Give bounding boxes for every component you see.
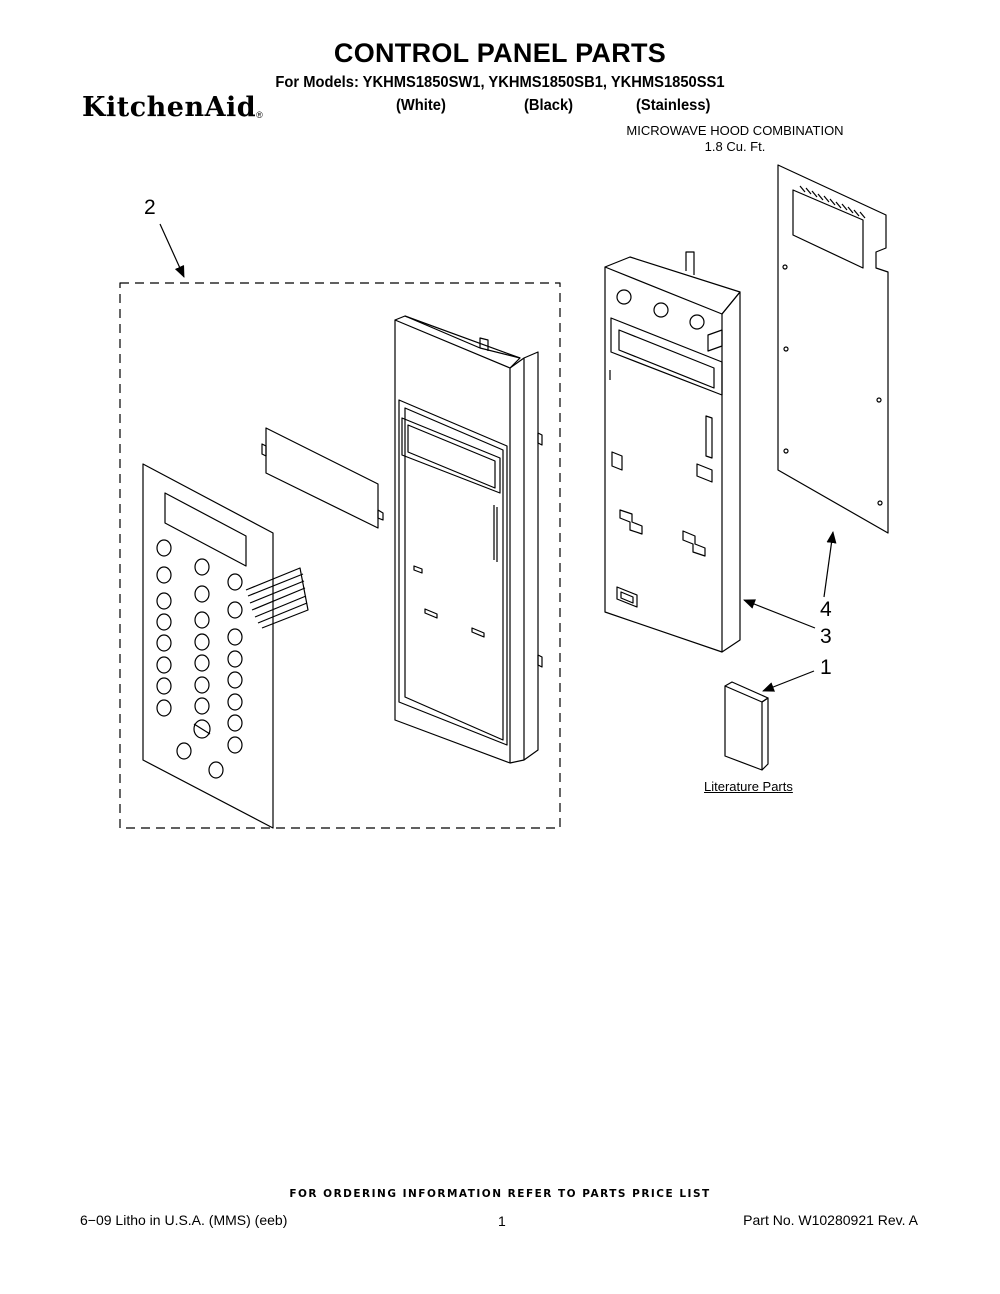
part-number: Part No. W10280921 Rev. A [743, 1212, 918, 1228]
callout-2: 2 [144, 196, 156, 219]
callout-4: 4 [820, 598, 832, 621]
page-number: 1 [498, 1213, 506, 1229]
ordering-note: FOR ORDERING INFORMATION REFER TO PARTS … [289, 1188, 711, 1200]
control-panel-frame [394, 315, 543, 764]
assembly-boundary [119, 282, 561, 829]
control-circuit-board [777, 164, 889, 534]
variant-black: (Black) [524, 97, 574, 114]
leader-arrow-3 [743, 599, 816, 629]
callout-1: 1 [820, 656, 832, 679]
callout-3: 3 [820, 625, 832, 648]
brand-logo: KitchenAid® [82, 92, 264, 123]
product-type: MICROWAVE HOOD COMBINATION [626, 123, 844, 138]
literature-parts-label: Literature Parts [704, 779, 793, 794]
display-window [261, 427, 384, 529]
control-panel-bracket [604, 251, 741, 653]
leader-arrow-2 [159, 223, 185, 278]
leader-arrow-4 [823, 531, 837, 598]
variant-stainless: (Stainless) [636, 97, 711, 114]
leader-arrow-1 [762, 670, 815, 692]
literature-booklet [724, 681, 769, 771]
model-list: For Models: YKHMS1850SW1, YKHMS1850SB1, … [275, 74, 725, 91]
keypad-membrane [142, 463, 309, 829]
product-capacity: 1.8 Cu. Ft. [704, 139, 766, 154]
page-title: CONTROL PANEL PARTS [333, 38, 667, 68]
litho-info: 6−09 Litho in U.S.A. (MMS) (eeb) [80, 1212, 288, 1228]
variant-white: (White) [396, 97, 446, 114]
